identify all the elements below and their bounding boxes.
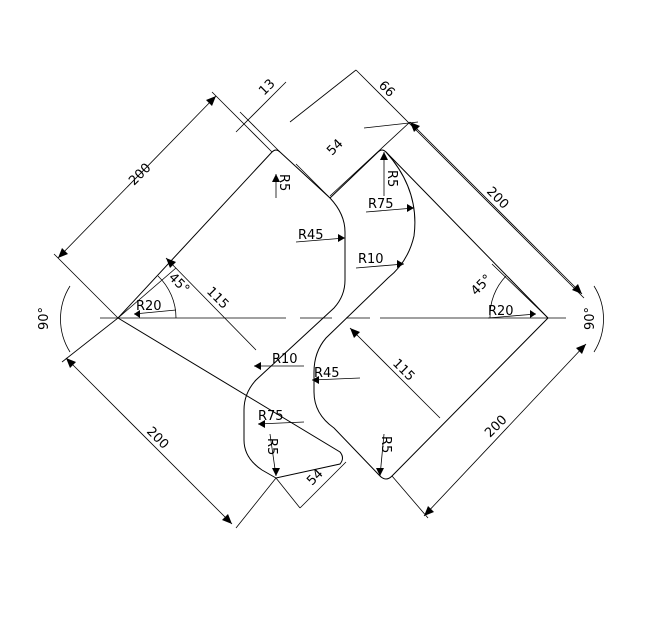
dim-13: 13 bbox=[256, 77, 278, 99]
dim-200-top-right: 200 bbox=[483, 184, 511, 212]
arrowheads bbox=[58, 96, 586, 524]
radius-5-bottom-left: R5 bbox=[264, 438, 279, 455]
left-part-outline bbox=[117, 149, 346, 479]
dim-200-bottom-left: 200 bbox=[143, 424, 171, 452]
radius-75-top: R75 bbox=[368, 197, 394, 212]
dim-54-top: 54 bbox=[324, 137, 346, 159]
dim-200-top-left: 200 bbox=[126, 161, 154, 189]
radius-5-top-right: R5 bbox=[384, 170, 399, 187]
radius-10-top: R10 bbox=[358, 252, 384, 267]
dim-66: 66 bbox=[375, 78, 397, 100]
radius-5-bottom-right: R5 bbox=[378, 436, 393, 453]
dim-115-right: 115 bbox=[389, 356, 417, 384]
dim-54-bottom: 54 bbox=[304, 467, 326, 489]
dim-200-bottom-right: 200 bbox=[482, 413, 510, 441]
radius-20-right: R20 bbox=[488, 304, 514, 319]
radius-45-top: R45 bbox=[298, 228, 324, 243]
dimension-lines bbox=[53, 69, 587, 529]
angle-90-right: 90° bbox=[583, 307, 598, 330]
radius-20-left: R20 bbox=[136, 299, 162, 314]
angle-45-right: 45° bbox=[468, 272, 495, 299]
dim-115-left: 115 bbox=[203, 284, 231, 312]
radius-5-top-left: R5 bbox=[276, 174, 291, 191]
radius-45-bottom: R45 bbox=[314, 366, 340, 381]
radius-10-bottom: R10 bbox=[272, 352, 298, 367]
radius-75-bottom: R75 bbox=[258, 409, 284, 424]
angle-90-left: 90° bbox=[37, 307, 52, 330]
radius-leaders bbox=[133, 152, 537, 477]
angle-arcs bbox=[60, 275, 604, 353]
